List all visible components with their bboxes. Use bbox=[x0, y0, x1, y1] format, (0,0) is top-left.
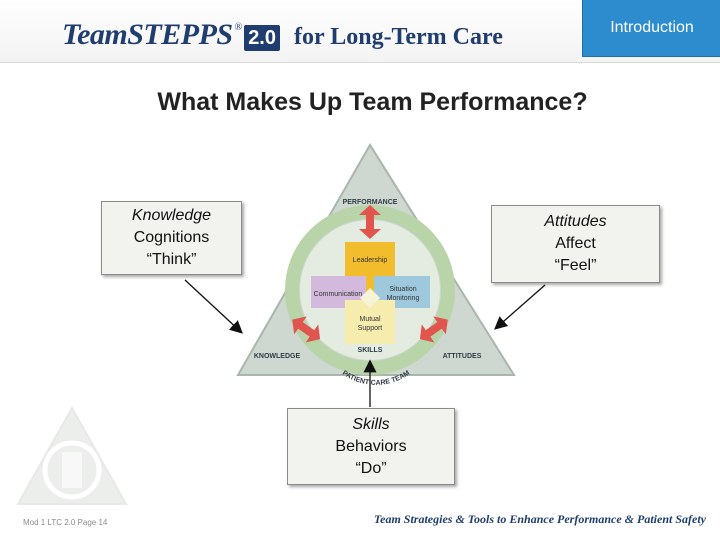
connector-attitudes bbox=[494, 284, 546, 330]
callout-attitudes-line2: Affect bbox=[555, 235, 596, 252]
callout-knowledge-line3: “Think” bbox=[146, 251, 197, 268]
connector-knowledge bbox=[184, 279, 243, 334]
label-leadership: Leadership bbox=[353, 257, 388, 264]
teamstepps-logo: TeamSTEPPS ® 2.0 for Long-Term Care bbox=[62, 18, 503, 54]
section-tab-introduction[interactable]: Introduction bbox=[582, 0, 720, 57]
footer-module-page: Mod 1 LTC 2.0 Page 14 bbox=[23, 518, 108, 527]
callout-attitudes: Attitudes Affect “Feel” bbox=[491, 205, 660, 283]
callout-skills: Skills Behaviors “Do” bbox=[287, 408, 455, 485]
logo-subtitle: for Long-Term Care bbox=[294, 24, 503, 50]
label-performance: PERFORMANCE bbox=[343, 199, 398, 206]
callout-skills-title: Skills bbox=[352, 415, 390, 433]
logo-version: 2.0 bbox=[244, 25, 280, 51]
segment-center-diamond bbox=[360, 288, 380, 308]
label-situation-1: Situation bbox=[389, 286, 416, 293]
label-knowledge: KNOWLEDGE bbox=[254, 353, 301, 360]
watermark-triangle-icon bbox=[16, 405, 128, 505]
callout-attitudes-line3: “Feel” bbox=[554, 257, 597, 274]
arrow-performance bbox=[359, 205, 381, 239]
callout-skills-line3: “Do” bbox=[355, 459, 387, 477]
footer-tagline: Team Strategies & Tools to Enhance Perfo… bbox=[373, 512, 706, 526]
label-skills: SKILLS bbox=[358, 347, 383, 354]
callout-knowledge-line2: Cognitions bbox=[133, 229, 210, 246]
arrow-knowledge bbox=[292, 316, 321, 343]
slide-title: What Makes Up Team Performance? bbox=[157, 88, 588, 116]
arrow-attitudes bbox=[419, 316, 448, 343]
callout-knowledge-title: Knowledge bbox=[131, 207, 212, 224]
label-support-1: Mutual bbox=[359, 316, 380, 323]
logo-main-text: TeamSTEPPS bbox=[62, 18, 233, 51]
callout-skills-line2: Behaviors bbox=[335, 437, 407, 455]
label-communication: Communication bbox=[314, 291, 363, 298]
label-support-2: Support bbox=[358, 325, 383, 332]
label-attitudes: ATTITUDES bbox=[443, 353, 482, 360]
label-situation-2: Monitoring bbox=[387, 295, 420, 302]
callout-knowledge: Knowledge Cognitions “Think” bbox=[101, 201, 242, 275]
logo-registered-mark: ® bbox=[234, 22, 243, 33]
callout-attitudes-title: Attitudes bbox=[544, 213, 607, 230]
